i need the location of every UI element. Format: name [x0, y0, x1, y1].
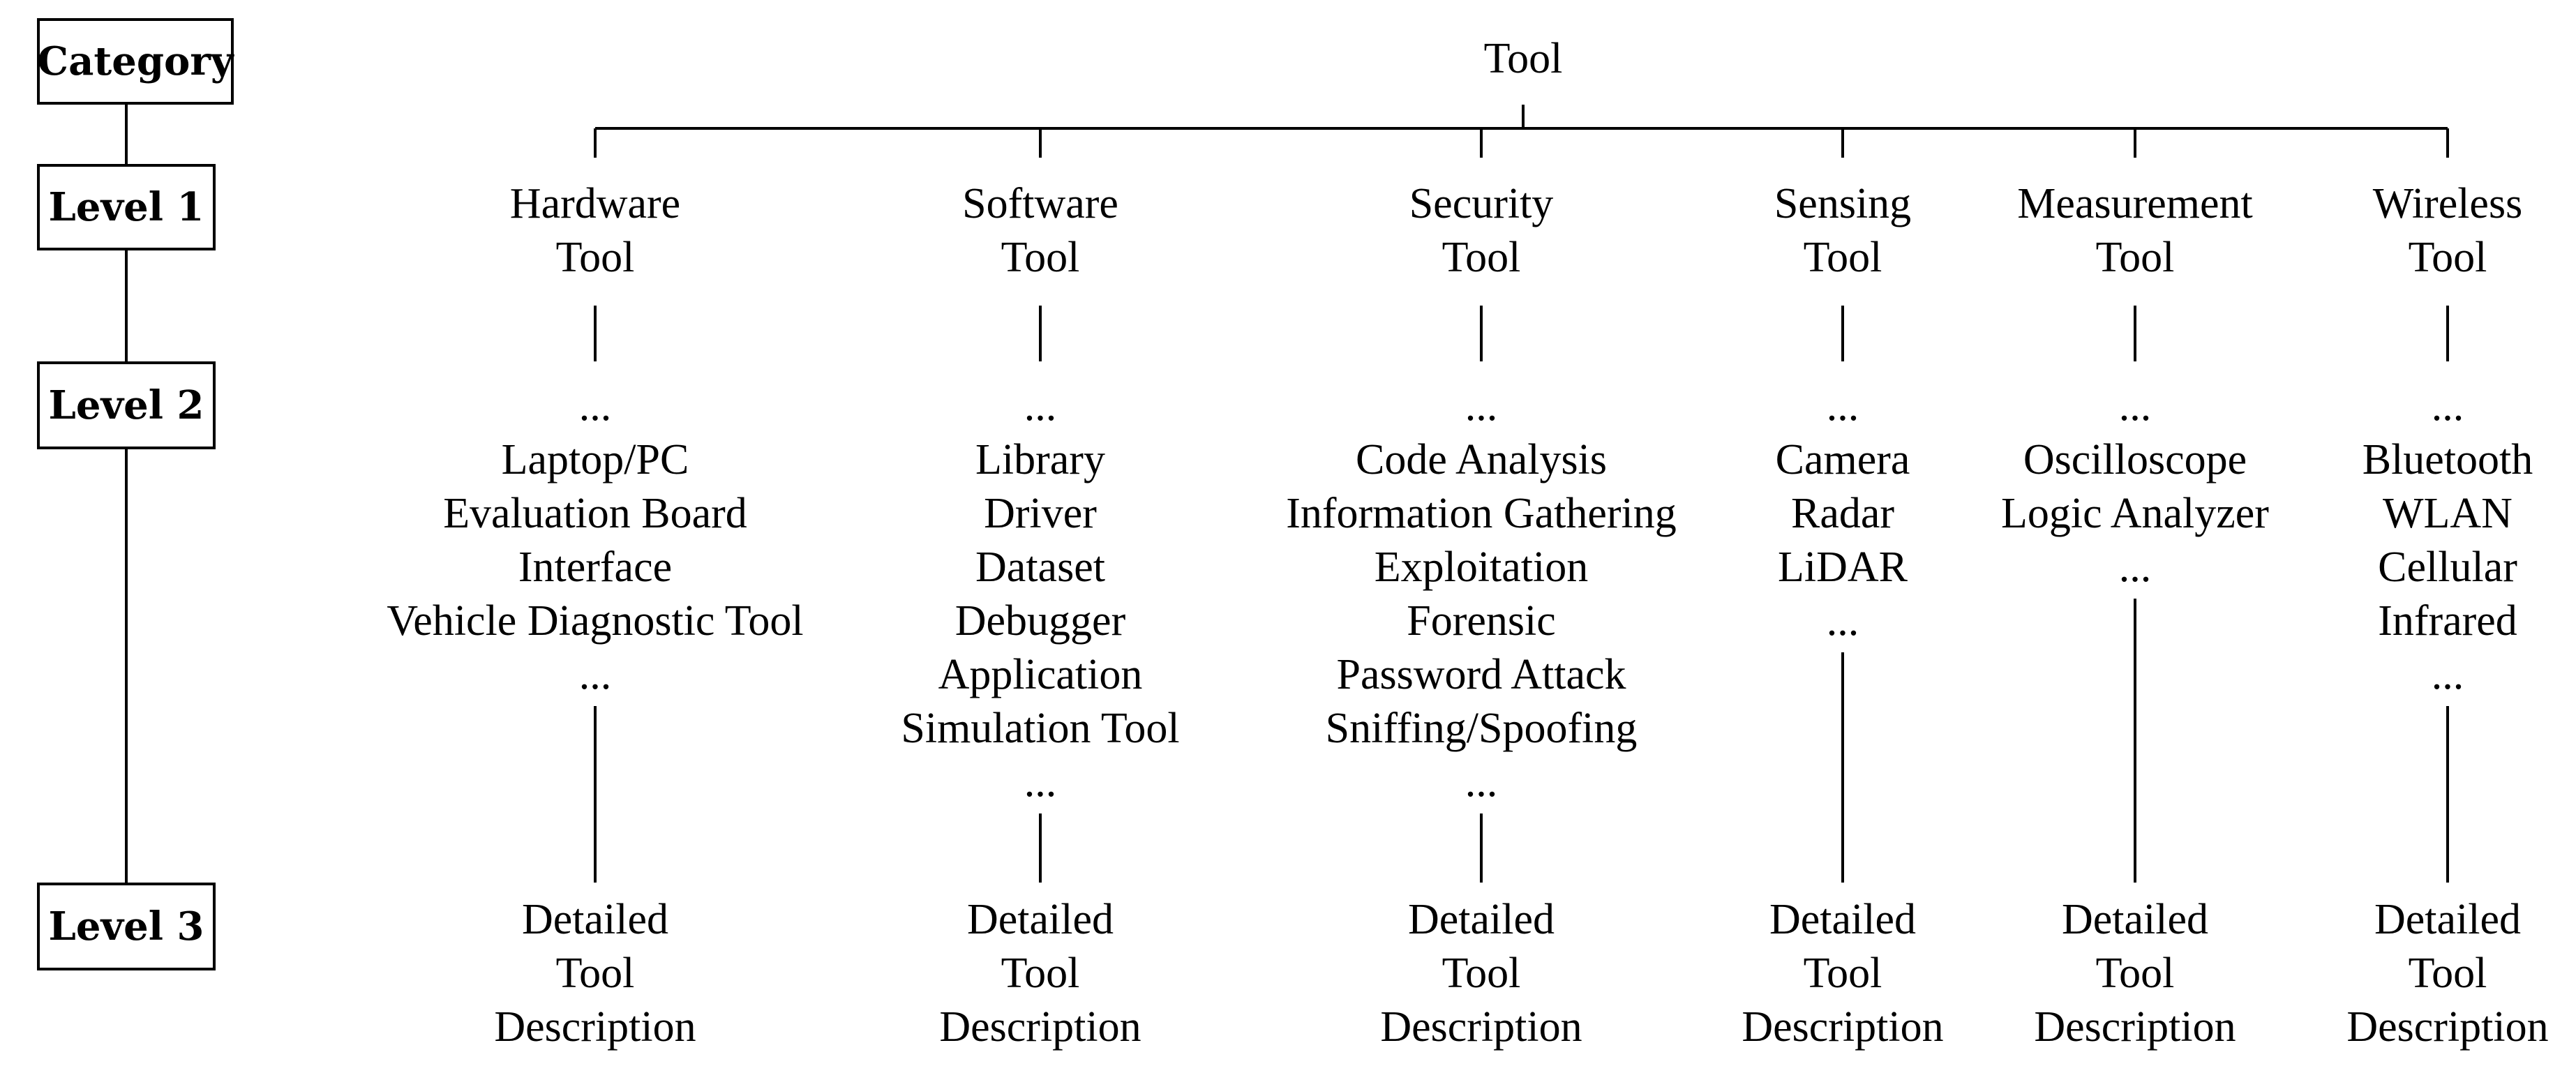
category-box-label: Category — [38, 38, 234, 84]
level2-node-line: Debugger — [955, 597, 1126, 645]
level3-node-line: Description — [494, 1003, 696, 1051]
level2-node-line: Dataset — [975, 543, 1105, 591]
level1-node-line: Software — [962, 180, 1118, 227]
level1-box-label: Level 1 — [49, 184, 204, 230]
level2-node-line: Sniffing/Spoofing — [1326, 705, 1638, 752]
level2-node-line: ... — [1024, 758, 1057, 806]
level3-node-line: Description — [939, 1003, 1141, 1051]
level1-node-line: Tool — [556, 234, 635, 281]
level2-node-line: ... — [1827, 382, 1859, 430]
level2-node-line: Vehicle Diagnostic Tool — [387, 597, 803, 645]
level2-node-line: ... — [2432, 382, 2464, 430]
level1-node-line: Tool — [1001, 234, 1080, 281]
level3-node-line: Detailed — [967, 896, 1114, 943]
level3-node-line: Tool — [2096, 950, 2175, 997]
level2-node-line: Laptop/PC — [502, 436, 689, 483]
level3-node-line: Tool — [1804, 950, 1882, 997]
level2-node-line: Application — [938, 651, 1143, 698]
level1-node-line: Measurement — [2017, 180, 2252, 227]
level3-node-line: Tool — [1442, 950, 1521, 997]
level3-node-line: Tool — [556, 950, 635, 997]
level2-node-line: Information Gathering — [1286, 490, 1677, 537]
level3-node-line: Description — [2346, 1003, 2548, 1051]
level2-node-line: Oscilloscope — [2023, 436, 2247, 483]
level2-node-line: ... — [1465, 758, 1498, 806]
level3-node-line: Detailed — [522, 896, 668, 943]
level2-node-line: ... — [1827, 597, 1859, 645]
level2-box-label: Level 2 — [49, 382, 204, 428]
level2-node-line: Forensic — [1407, 597, 1556, 645]
level3-node-line: Detailed — [2374, 896, 2521, 943]
level1-node-line: Wireless — [2373, 180, 2522, 227]
level2-node-line: Exploitation — [1375, 543, 1589, 591]
level2-node-line: ... — [2432, 651, 2464, 698]
level2-node-line: ... — [2119, 543, 2152, 591]
level2-node-line: WLAN — [2383, 490, 2513, 537]
level2-node-line: Infrared — [2378, 597, 2517, 645]
column-drop-lines — [594, 128, 2449, 158]
level2-node-line: Driver — [984, 490, 1097, 537]
level1-node-line: Tool — [2409, 234, 2487, 281]
level2-node-line: Radar — [1791, 490, 1894, 537]
level2-node-line: Evaluation Board — [443, 490, 747, 537]
level3-node-line: Detailed — [1408, 896, 1555, 943]
level2-node-line: Simulation Tool — [901, 705, 1179, 752]
level1-node-line: Hardware — [510, 180, 680, 227]
level2-node-line: ... — [2119, 382, 2152, 430]
category-box: Category — [37, 18, 234, 105]
level3-node-line: Detailed — [1769, 896, 1916, 943]
root-tree: Tool — [594, 35, 2449, 158]
level2-node-line: LiDAR — [1778, 543, 1908, 591]
level2-node-line: Interface — [518, 543, 672, 591]
level2-node-line: Bluetooth — [2362, 436, 2533, 483]
level2-node-line: ... — [579, 651, 612, 698]
level3-box: Level 3 — [37, 883, 216, 970]
level1-node-line: Tool — [1442, 234, 1521, 281]
level1-node-line: Tool — [1804, 234, 1882, 281]
level2-node-line: ... — [579, 382, 612, 430]
level2-node-line: Camera — [1776, 436, 1910, 483]
level3-node-line: Tool — [2409, 950, 2487, 997]
level2-box: Level 2 — [37, 361, 216, 449]
level3-node-line: Tool — [1001, 950, 1080, 997]
level2-node-line: Code Analysis — [1356, 436, 1607, 483]
level3-node-line: Description — [2034, 1003, 2236, 1051]
level3-node-line: Description — [1380, 1003, 1582, 1051]
root-node-label: Tool — [1484, 35, 1563, 82]
level1-box: Level 1 — [37, 164, 216, 250]
level1-node-line: Security — [1409, 180, 1554, 227]
level2-node-line: Cellular — [2378, 543, 2517, 591]
category-ladder: Category Level 1 Level 2 Level 3 — [37, 18, 234, 970]
level2-node-line: Password Attack — [1336, 651, 1626, 698]
level1-node-line: Sensing — [1774, 180, 1911, 227]
level2-node-line: Logic Analyzer — [2001, 490, 2269, 537]
level2-node-line: Library — [975, 436, 1105, 483]
level3-box-label: Level 3 — [49, 903, 204, 950]
level2-node-line: ... — [1465, 382, 1498, 430]
level3-node-line: Detailed — [2062, 896, 2208, 943]
level1-node-line: Tool — [2096, 234, 2175, 281]
level2-node-line: ... — [1024, 382, 1057, 430]
level3-node-line: Description — [1742, 1003, 1943, 1051]
